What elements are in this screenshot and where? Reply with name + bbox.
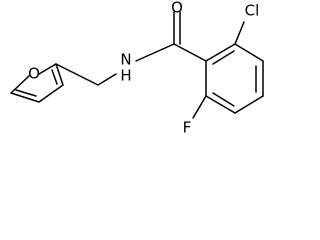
furan-bond-o-c5 bbox=[10, 75, 30, 94]
bond-ring-f bbox=[192, 95, 207, 119]
furan-bond-c2-c3 bbox=[55, 63, 64, 86]
bond-n-carbonyl-c bbox=[135, 43, 175, 62]
structure-diagram: O N H Cl F O bbox=[0, 0, 278, 136]
benzene-bond-5 bbox=[205, 95, 236, 114]
benzene-ring bbox=[205, 43, 264, 114]
furan-bond-c3-c4 bbox=[38, 84, 64, 103]
atom-label-cl: Cl bbox=[245, 2, 260, 20]
atom-label-f: F bbox=[183, 119, 192, 137]
furan-double-c2-c3 bbox=[51, 69, 58, 85]
atom-label-o-furan: O bbox=[28, 65, 40, 83]
bond-carbonyl-c-ring bbox=[173, 43, 207, 62]
benzene-bond-4 bbox=[234, 95, 264, 114]
bond-ch2-n bbox=[97, 73, 117, 86]
bond-ring-cl bbox=[234, 21, 245, 45]
furan-double-c4-c5 bbox=[15, 89, 37, 97]
furan-ring bbox=[10, 63, 64, 103]
atom-label-o-carbonyl: O bbox=[171, 0, 183, 17]
benzene-inner-1 bbox=[212, 50, 235, 65]
benzene-inner-3 bbox=[212, 92, 235, 107]
bond-furan-ch2 bbox=[55, 63, 99, 86]
molecule-structure: O N H Cl F O bbox=[10, 0, 264, 137]
benzene-bond-2 bbox=[234, 43, 264, 62]
atom-label-h: H bbox=[120, 67, 131, 85]
benzene-bond-1 bbox=[205, 43, 236, 62]
atom-label-n: N bbox=[120, 51, 131, 69]
furan-bond-c4-c5 bbox=[10, 92, 40, 103]
furan-bond-o-c2 bbox=[38, 63, 57, 75]
